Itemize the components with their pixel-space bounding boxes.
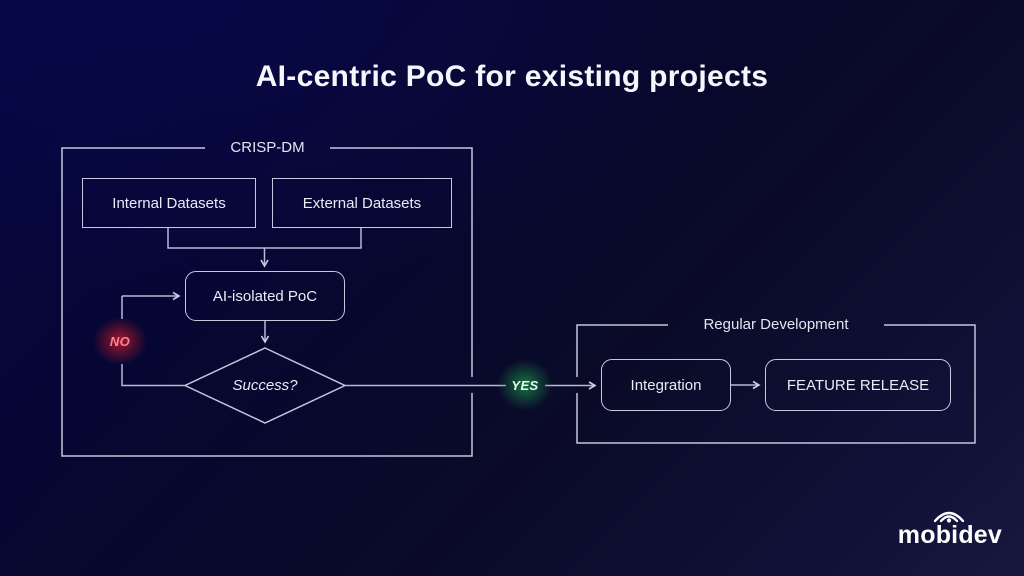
crisp-dm-group-label: CRISP-DM (230, 139, 305, 156)
edge-badge-yes: YES (497, 359, 553, 411)
node-internal-datasets-label: Internal Datasets (112, 194, 226, 212)
edge-badge-no: NO (93, 317, 147, 365)
node-success-decision-label: Success? (232, 377, 298, 394)
crisp-dm-group-border (61, 147, 473, 457)
edge-badge-yes-label: YES (511, 377, 539, 393)
mobidev-logo-wordmark: mobidev (897, 521, 1002, 549)
mobidev-logo-signal-icon (933, 511, 964, 523)
node-external-datasets: External Datasets (272, 178, 452, 228)
node-ai-isolated-poc-label: AI-isolated PoC (212, 287, 318, 305)
mobidev-logo: mobidev (897, 511, 1002, 550)
node-feature-release: FEATURE RELEASE (765, 359, 951, 411)
node-internal-datasets: Internal Datasets (82, 178, 256, 228)
node-feature-release-label: FEATURE RELEASE (786, 376, 930, 394)
success-diamond-shape (183, 347, 347, 424)
node-integration: Integration (601, 359, 731, 411)
edge-datasets-merge (167, 228, 362, 249)
regular-development-group-border (576, 324, 976, 444)
node-external-datasets-label: External Datasets (302, 194, 422, 212)
node-ai-isolated-poc: AI-isolated PoC (185, 271, 345, 321)
edge-no-loop (121, 296, 185, 387)
regular-development-group-label: Regular Development (703, 316, 849, 333)
edge-badge-no-label: NO (109, 333, 131, 349)
slide-title: AI-centric PoC for existing projects (255, 60, 769, 93)
node-integration-label: Integration (630, 376, 702, 394)
node-success-decision: Success? (185, 348, 345, 423)
